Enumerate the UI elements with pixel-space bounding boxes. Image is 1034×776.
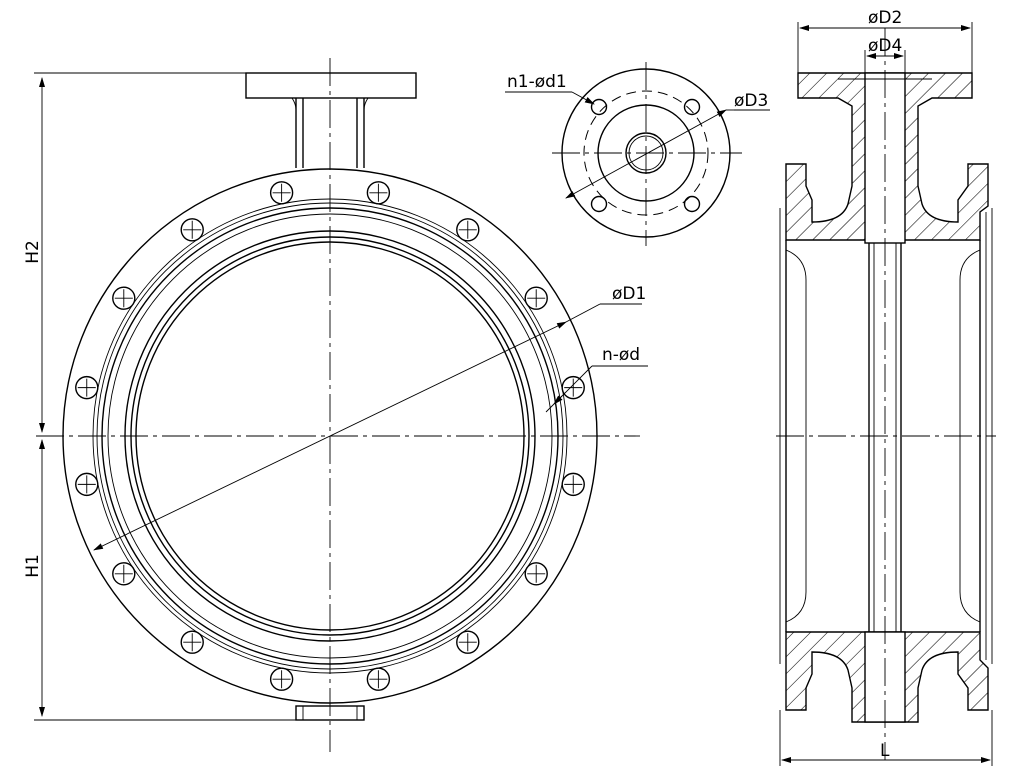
l-label: L <box>880 741 890 761</box>
top-bolt-hole <box>590 195 608 213</box>
side-section-view: øD2 øD4 L <box>776 8 996 766</box>
nd-label: n-ød <box>602 345 640 365</box>
bolt-hole-cross <box>114 289 133 308</box>
h1-label: H1 <box>23 554 43 578</box>
bolt-hole-cross <box>564 378 583 397</box>
bolt-hole-cross <box>527 564 546 583</box>
bolt-hole-cross <box>77 378 96 397</box>
bolt-hole-cross <box>369 183 388 202</box>
d3-dimension-line <box>565 109 727 199</box>
bolt-hole-cross <box>183 220 202 239</box>
top-mounting-pad <box>245 72 417 99</box>
stem-shaft <box>868 243 902 632</box>
flange-bolt-hole <box>456 630 480 654</box>
flange-bolt-hole <box>180 630 204 654</box>
bolt-hole-cross <box>77 475 96 494</box>
bolt-hole-cross <box>114 564 133 583</box>
d1-label: øD1 <box>612 284 646 304</box>
d3-label: øD3 <box>734 91 768 111</box>
bolt-hole-cross <box>458 220 477 239</box>
n1d1-leader-line <box>571 91 595 105</box>
n1d1-label: n1-ød1 <box>507 72 567 92</box>
bolt-hole-cross <box>564 475 583 494</box>
flange-bolt-hole <box>180 218 204 242</box>
bolt-hole-cross <box>458 633 477 652</box>
flange-bolt-hole <box>456 218 480 242</box>
bolt-hole-cross <box>527 289 546 308</box>
valve-neck <box>295 98 365 168</box>
flange-bolt-hole <box>269 181 294 205</box>
flange-bolt-hole <box>524 286 548 310</box>
bolt-hole-cross <box>272 183 291 202</box>
bolt-hole-cross <box>272 670 291 689</box>
d2-label: øD2 <box>868 8 902 28</box>
front-view: H2 H1 øD1 n-ød <box>23 58 648 752</box>
d1-dimension-line <box>93 321 567 551</box>
flange-bolt-hole <box>366 181 391 205</box>
flange-bolt-hole <box>366 667 391 691</box>
bolt-hole-cross <box>183 633 202 652</box>
top-flange-view: n1-ød1 øD3 <box>505 62 770 246</box>
flange-bolt-hole <box>112 562 136 586</box>
bolt-hole-cross <box>369 670 388 689</box>
d4-label: øD4 <box>868 36 902 56</box>
h2-label: H2 <box>23 240 43 264</box>
flange-bolt-hole <box>269 667 294 691</box>
top-bolt-hole <box>683 195 701 213</box>
top-bolt-hole <box>683 98 701 116</box>
flange-bolt-hole <box>112 286 136 310</box>
flange-bolt-hole <box>524 562 548 586</box>
